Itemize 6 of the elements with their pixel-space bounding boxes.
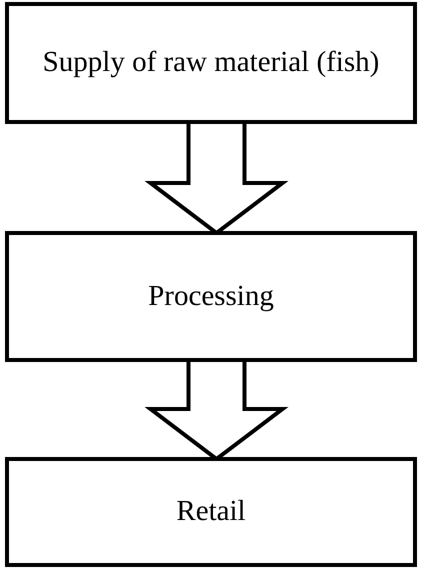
- box-label: Retail: [176, 494, 246, 530]
- box-label: Processing: [148, 278, 274, 314]
- process-box: [5, 2, 417, 124]
- process-box: [5, 457, 417, 567]
- process-box: [5, 231, 417, 362]
- box-label: Supply of raw material (fish): [42, 45, 380, 80]
